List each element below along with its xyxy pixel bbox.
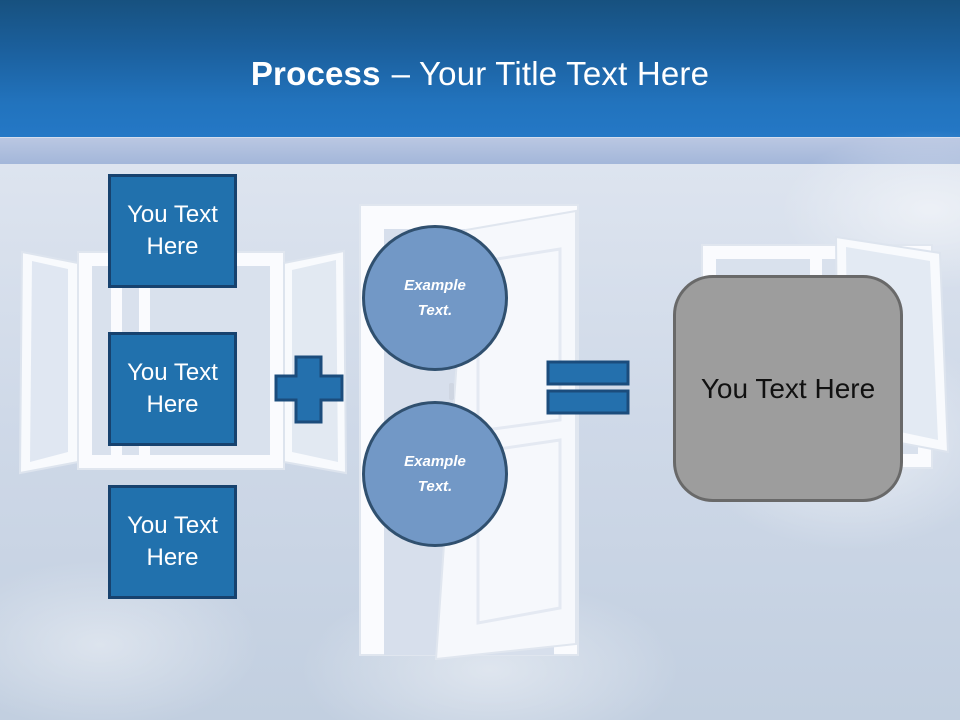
example-circle-1: Example Text. [362,225,508,371]
step-box-2: You Text Here [108,332,237,446]
step-box-1-label: You Text Here [127,201,218,260]
example-circle-2: Example Text. [362,401,508,547]
page-title-keyword: Process [250,54,381,92]
title-bar: Process – Your Title Text Here [0,0,960,137]
example-circle-2-label: Example Text. [404,452,466,496]
step-box-2-label: You Text Here [127,359,218,418]
page-title: Process – Your Title Text Here [251,45,709,93]
example-circle-1-label: Example Text. [404,276,466,320]
step-box-3: You Text Here [108,485,237,599]
step-box-3-label: You Text Here [127,512,218,571]
plus-icon [274,355,344,424]
page-title-rest: – Your Title Text Here [391,54,710,92]
result-box: You Text Here [673,275,903,502]
equals-icon [546,360,630,415]
result-box-label: You Text Here [700,372,876,404]
step-box-1: You Text Here [108,174,237,288]
